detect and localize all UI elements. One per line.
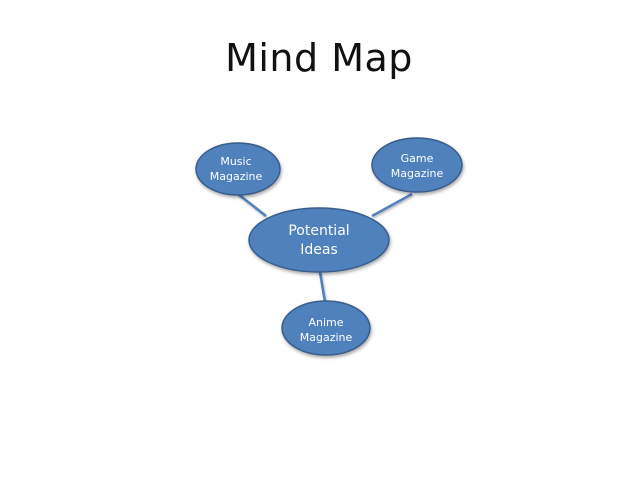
node-music-label-line1: Music bbox=[220, 155, 251, 168]
node-music-shape bbox=[195, 142, 281, 196]
connector-anime bbox=[318, 271, 327, 303]
node-game-shape bbox=[371, 137, 463, 193]
node-music-magazine[interactable]: Music Magazine bbox=[195, 142, 281, 196]
connectors bbox=[237, 192, 413, 303]
connector-game bbox=[371, 192, 413, 218]
node-central-potential-ideas[interactable]: Potential Ideas bbox=[248, 207, 390, 273]
node-music-label-line2: Magazine bbox=[210, 170, 263, 183]
node-central-label-line2: Ideas bbox=[300, 242, 338, 258]
node-anime-label-line1: Anime bbox=[308, 316, 343, 329]
node-game-label-line2: Magazine bbox=[391, 167, 444, 180]
node-central-label-line1: Potential bbox=[288, 223, 349, 239]
node-central-shape bbox=[248, 207, 390, 273]
node-anime-magazine[interactable]: Anime Magazine bbox=[281, 300, 371, 356]
node-game-label-line1: Game bbox=[401, 152, 434, 165]
connector-music bbox=[237, 193, 267, 217]
node-game-magazine[interactable]: Game Magazine bbox=[371, 137, 463, 193]
slide-title: Mind Map bbox=[225, 36, 413, 80]
node-anime-shape bbox=[281, 300, 371, 356]
node-anime-label-line2: Magazine bbox=[300, 331, 353, 344]
